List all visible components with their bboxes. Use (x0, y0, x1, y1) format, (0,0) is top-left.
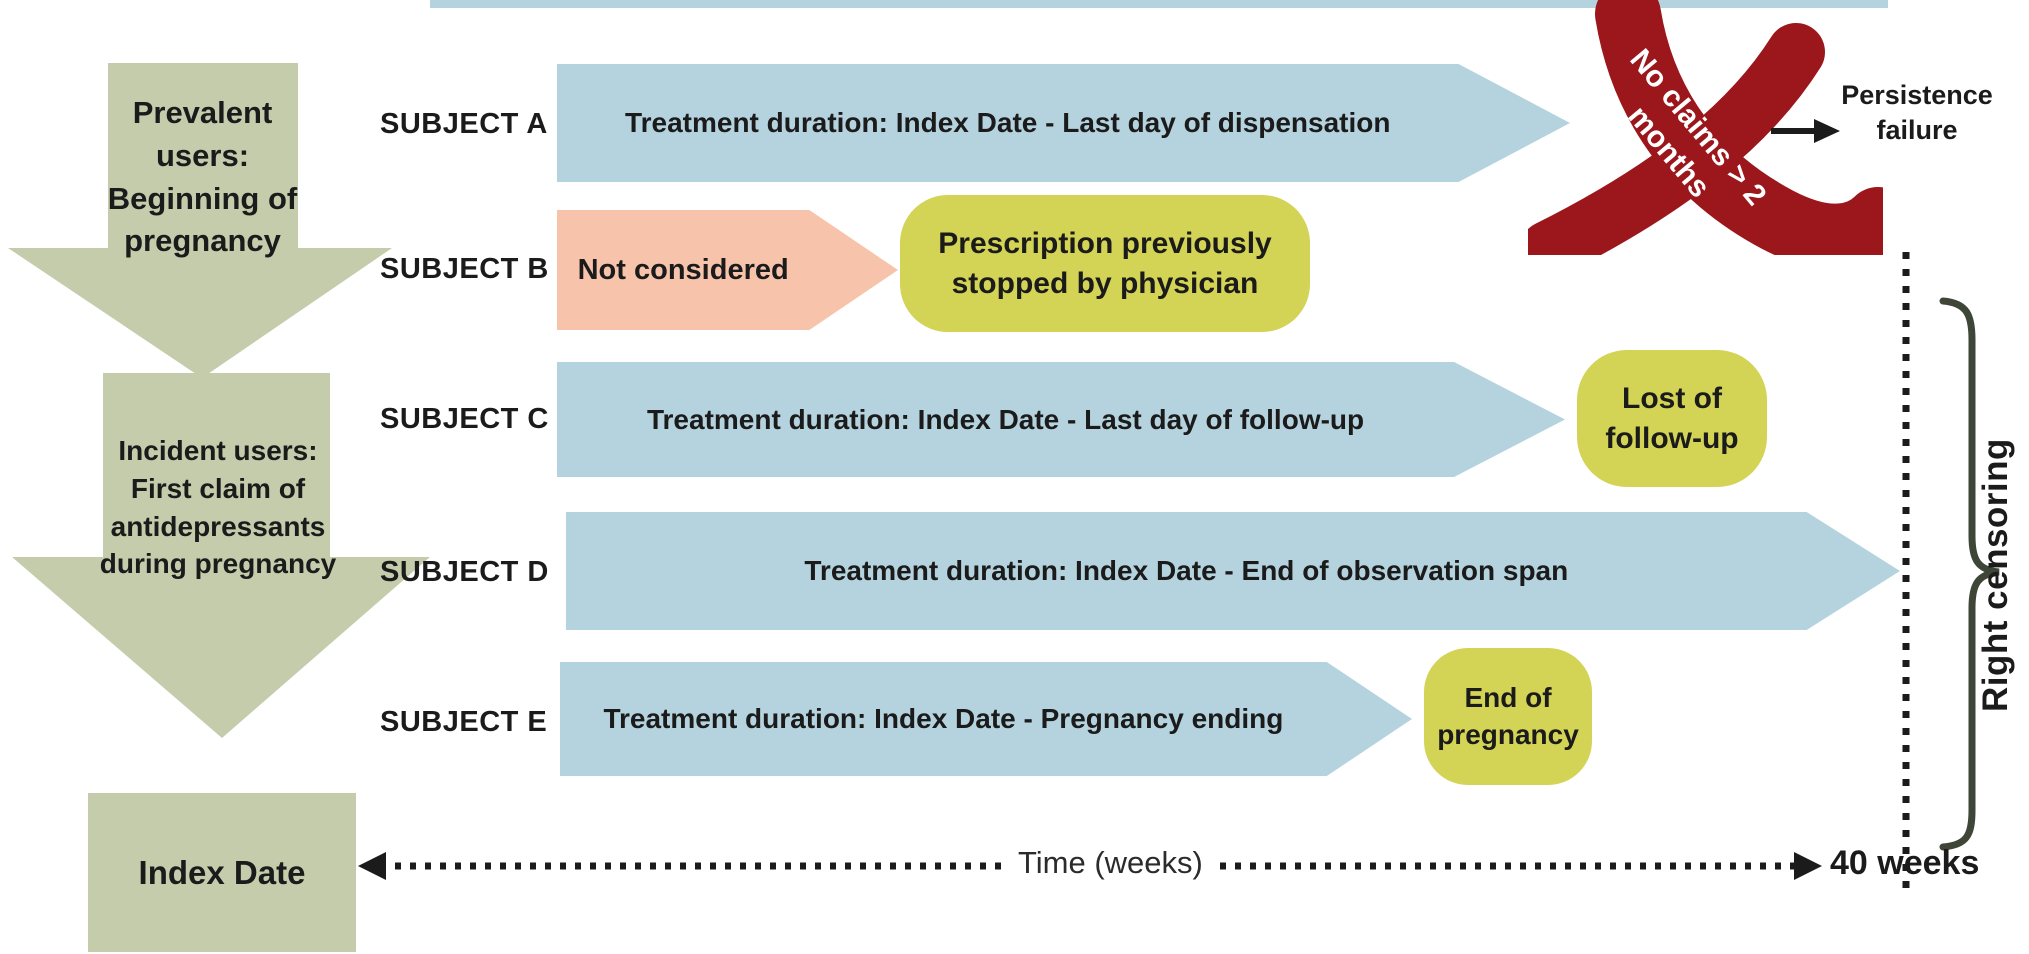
right-censoring-brace (1939, 297, 2000, 851)
red-x-icon (1528, 0, 1883, 255)
subject-c-bar: Treatment duration: Index Date - Last da… (557, 362, 1565, 477)
persistence-failure-label: Persistence failure (1841, 80, 1993, 146)
subject-e-bar-text: Treatment duration: Index Date - Pregnan… (603, 703, 1284, 734)
forty-weeks-label: 40 weeks (1830, 844, 1980, 882)
time-axis-left-arrowhead (358, 852, 386, 880)
subject-d-label: SUBJECT D (380, 556, 549, 588)
prevalent-users-text: Prevalent users: Beginning of pregnancy (107, 95, 298, 259)
right-censoring-label: Right censoring (1976, 438, 2015, 712)
subject-c-bar-text: Treatment duration: Index Date - Last da… (646, 403, 1365, 435)
incident-users-text: Incident users: First claim of antidepre… (99, 435, 337, 580)
top-blue-strip (430, 0, 1888, 8)
subject-a-bar-text: Treatment duration: Index Date - Last da… (625, 107, 1391, 138)
subject-e-bar: Treatment duration: Index Date - Pregnan… (560, 662, 1412, 776)
persistence-arrow-icon (1771, 119, 1840, 143)
subject-e-label: SUBJECT E (380, 706, 548, 738)
subject-d-bar-text: Treatment duration: Index Date - End of … (804, 555, 1569, 586)
index-date-box: Index Date (88, 793, 356, 952)
subject-a-label: SUBJECT A (380, 108, 548, 140)
time-axis-right-arrowhead (1794, 852, 1822, 880)
subject-b-label: SUBJECT B (380, 253, 549, 285)
subject-c-label: SUBJECT C (380, 403, 549, 435)
subject-a-bar: Treatment duration: Index Date - Last da… (557, 64, 1570, 182)
subject-b-badge: Prescription previously stopped by physi… (900, 195, 1310, 332)
subject-c-badge: Lost of follow-up (1577, 350, 1767, 487)
subject-b-bar-text: Not considered (577, 253, 789, 286)
subject-d-bar: Treatment duration: Index Date - End of … (566, 512, 1900, 630)
subject-e-badge: End of pregnancy (1424, 648, 1592, 785)
time-axis-label: Time (weeks) (1002, 845, 1219, 881)
